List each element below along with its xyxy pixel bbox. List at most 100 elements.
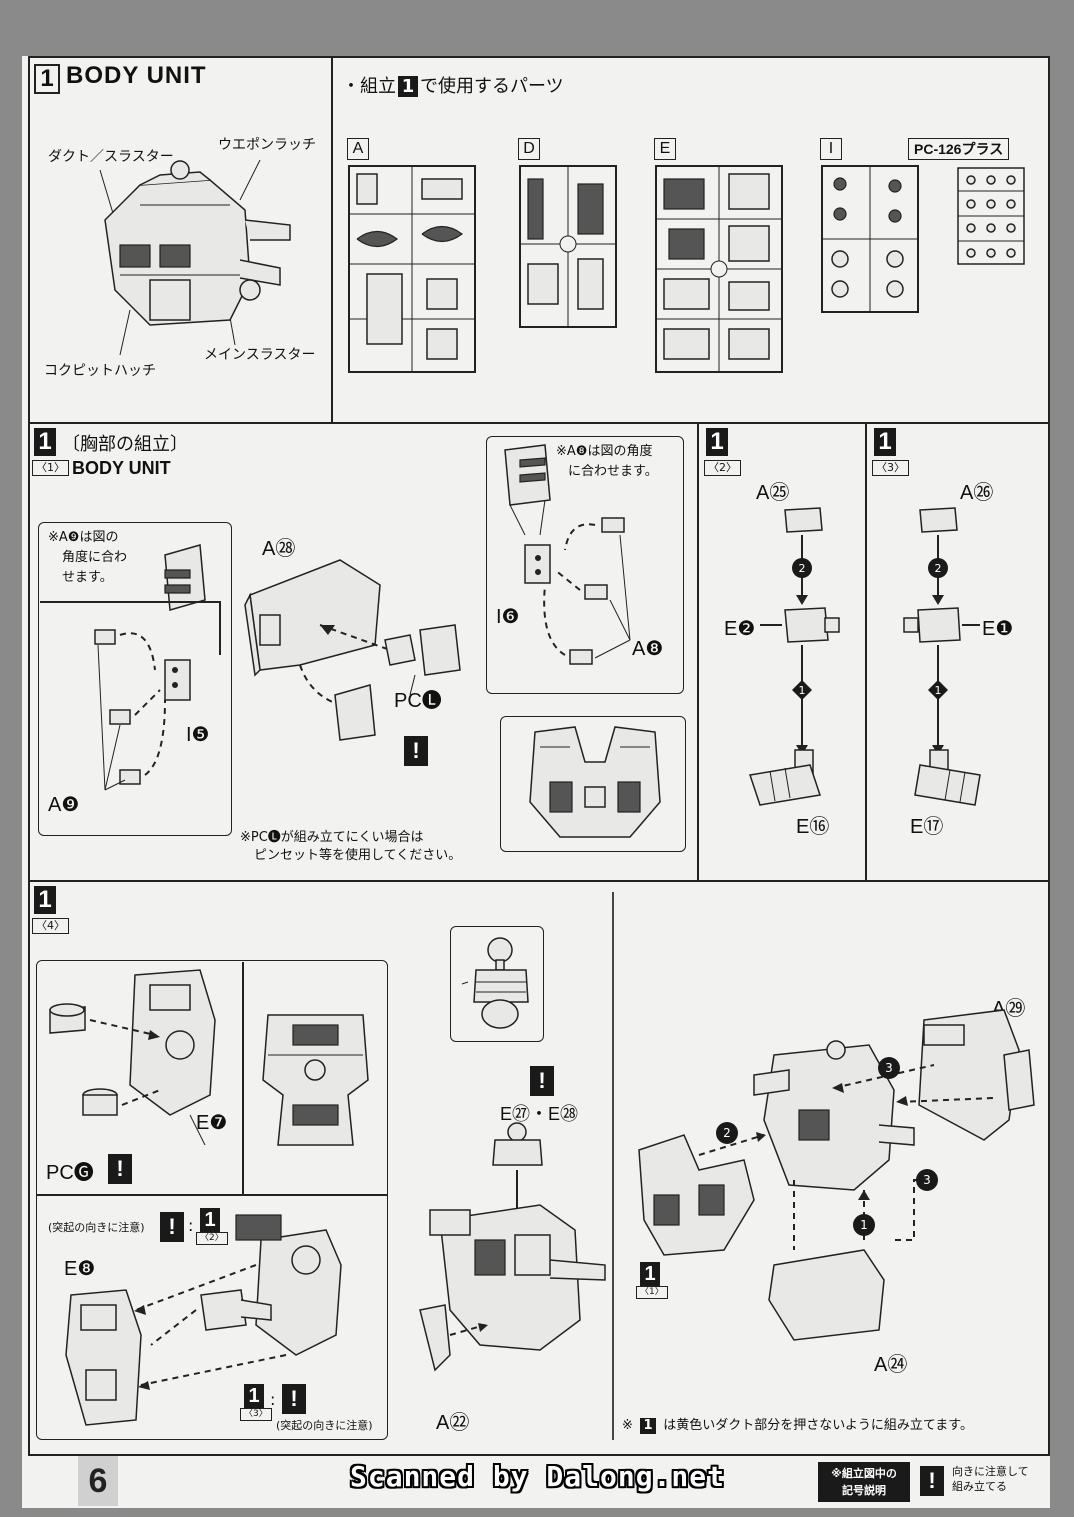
- a8-note-line2: に合わせます。: [568, 464, 658, 479]
- overview-title: BODY UNIT: [66, 62, 207, 89]
- step-1-4-divider: [612, 892, 614, 1440]
- runner-pc-illustration: [957, 167, 1025, 265]
- ref-step-bottom-sub: 〈3〉: [240, 1408, 272, 1421]
- step-1-3-order-1: 1: [935, 684, 942, 697]
- body-core-assembly: [419, 1122, 606, 1372]
- step-1-3-middle-label: E❶: [982, 618, 1014, 640]
- warning-icon-orient-top: !: [160, 1212, 184, 1242]
- detail-divider-h: [36, 1194, 388, 1196]
- final-order-3b: 3: [923, 1173, 931, 1187]
- ref-colon-top: :: [188, 1216, 194, 1235]
- a8-assembly-diagram: [504, 444, 631, 665]
- label-a9: A❾: [48, 794, 80, 816]
- final-order-2: 2: [723, 1126, 731, 1140]
- warning-icon-pcl: !: [404, 736, 428, 766]
- label-pcg: PC🅖: [46, 1162, 94, 1184]
- runner-label-e: E: [654, 138, 676, 160]
- a28-chest-diagram: [244, 559, 461, 741]
- runner-i-illustration: [821, 165, 919, 313]
- legend-label: ※組立図中の 記号説明: [818, 1462, 910, 1502]
- runner-d-illustration: [519, 165, 617, 328]
- page-number: 6: [78, 1456, 118, 1506]
- callout-main-thruster: メインスラスター: [204, 347, 316, 363]
- bottom-note-text: は黄色いダクト部分を押さないように組み立てます。: [663, 1418, 973, 1433]
- runner-label-d: D: [518, 138, 540, 160]
- step-1-2-bottom-label: E⑯: [796, 816, 830, 838]
- step-1-3-bottom-label: E⑰: [910, 816, 944, 838]
- bottom-note-step: 1: [640, 1418, 657, 1434]
- runner-label-pc: PC-126プラス: [908, 138, 1010, 160]
- callout-duct: ダクト／スラスター: [48, 149, 174, 165]
- e27-detail-frame: [450, 926, 544, 1042]
- detail-divider-v: [242, 962, 244, 1194]
- label-a28: A㉘: [262, 538, 296, 560]
- legend-label-line2: 記号説明: [842, 1484, 886, 1497]
- step-1-2-divider: [697, 422, 699, 882]
- ref-step-top-sub: 〈2〉: [196, 1232, 228, 1245]
- orientation-note-bottom: (突起の向きに注意): [276, 1419, 373, 1432]
- a9-note-line3: せます。: [62, 570, 113, 585]
- warning-icon-pcg: !: [108, 1154, 132, 1184]
- e8-assembly-diagram: [65, 1214, 342, 1426]
- overview-divider: [331, 56, 333, 424]
- legend-label-line1: ※組立図中の: [831, 1467, 897, 1480]
- step-1-3-top-label: A㉖: [960, 482, 994, 504]
- step-1-4-frame: [28, 880, 1050, 1456]
- step-1-3-diagram: 2 1: [903, 507, 981, 806]
- a9-detail-frame: [38, 522, 232, 836]
- callout-weapon-latch: ウエポンラッチ: [218, 137, 316, 153]
- label-i6: I❻: [496, 606, 520, 628]
- final-order-3a: 3: [885, 1061, 893, 1075]
- legend-warning-icon: !: [920, 1466, 944, 1496]
- e7-assembly-diagram: [49, 969, 216, 1146]
- parts-header-step: 1: [398, 76, 418, 97]
- label-i5: I❺: [186, 724, 210, 746]
- step-1-2-middle-label: E❷: [724, 618, 756, 640]
- step-1-2-sub: 〈2〉: [704, 460, 741, 476]
- legend-desc-line2: 組み立てる: [952, 1480, 1007, 1493]
- chest-result-illustration: [529, 726, 661, 838]
- label-e7: E❼: [196, 1112, 228, 1134]
- legend-desc-line1: 向きに注意して: [952, 1465, 1029, 1478]
- final-assembly-diagram: 3 3 2 1: [638, 1009, 1035, 1341]
- label-a8: A❽: [632, 638, 664, 660]
- chest-result-frame: [500, 716, 686, 852]
- step-1-3-sub: 〈3〉: [872, 460, 909, 476]
- step-1-2-order-1: 1: [799, 684, 806, 697]
- bottom-note: ※ 1 は黄色いダクト部分を押さないように組み立てます。: [622, 1418, 973, 1434]
- step-1-3-divider: [865, 422, 867, 882]
- ref-colon-bottom: :: [270, 1390, 276, 1409]
- runner-label-i: I: [820, 138, 842, 160]
- orientation-note-top: (突起の向きに注意): [48, 1221, 145, 1234]
- parts-header-suffix: で使用するパーツ: [420, 76, 564, 97]
- label-e8: E❽: [64, 1258, 96, 1280]
- a9-note-line2: 角度に合わ: [62, 550, 128, 565]
- e27-detail-illustration: [461, 937, 529, 1029]
- pcl-bottom-note-line2: ピンセット等を使用してください。: [254, 848, 462, 863]
- step-1-2-top-label: A㉕: [756, 482, 790, 504]
- label-a22: A㉒: [436, 1412, 470, 1434]
- warning-icon-orient-bottom: !: [282, 1384, 306, 1414]
- step-1-2-number: 1: [706, 428, 728, 456]
- a8-detail-frame: [486, 436, 684, 694]
- e7-front-view: [262, 1014, 369, 1146]
- step-1-2-order-2: 2: [799, 562, 806, 575]
- ref-step-chest-sub: 〈1〉: [636, 1286, 668, 1299]
- step-1-4-detail-frame: [36, 960, 388, 1440]
- a9-note-line1: ※A❾は図の: [48, 530, 119, 545]
- step-1-1-sub: 〈1〉: [32, 460, 69, 476]
- step-1-2-diagram: 2 1: [749, 507, 840, 806]
- step-1-1-title-jp: 〔胸部の組立〕: [62, 434, 188, 455]
- step-1-3-number: 1: [874, 428, 896, 456]
- step-1-4-sub: 〈4〉: [32, 918, 69, 934]
- a8-note-line1: ※A❽は図の角度: [556, 444, 653, 459]
- ref-step-bottom: 1: [244, 1384, 264, 1408]
- pcl-bottom-note-line1: ※PC🅛が組み立てにくい場合は: [240, 830, 424, 845]
- step-1-1-title-en: BODY UNIT: [72, 458, 171, 478]
- final-order-1: 1: [860, 1218, 868, 1232]
- overview-step-number: 1: [34, 64, 60, 94]
- scan-credit: Scanned by Dalong.net: [350, 1460, 726, 1493]
- a9-assembly-diagram: [40, 544, 221, 791]
- bottom-note-prefix: ※: [622, 1418, 633, 1433]
- ref-step-chest: 1: [640, 1262, 660, 1286]
